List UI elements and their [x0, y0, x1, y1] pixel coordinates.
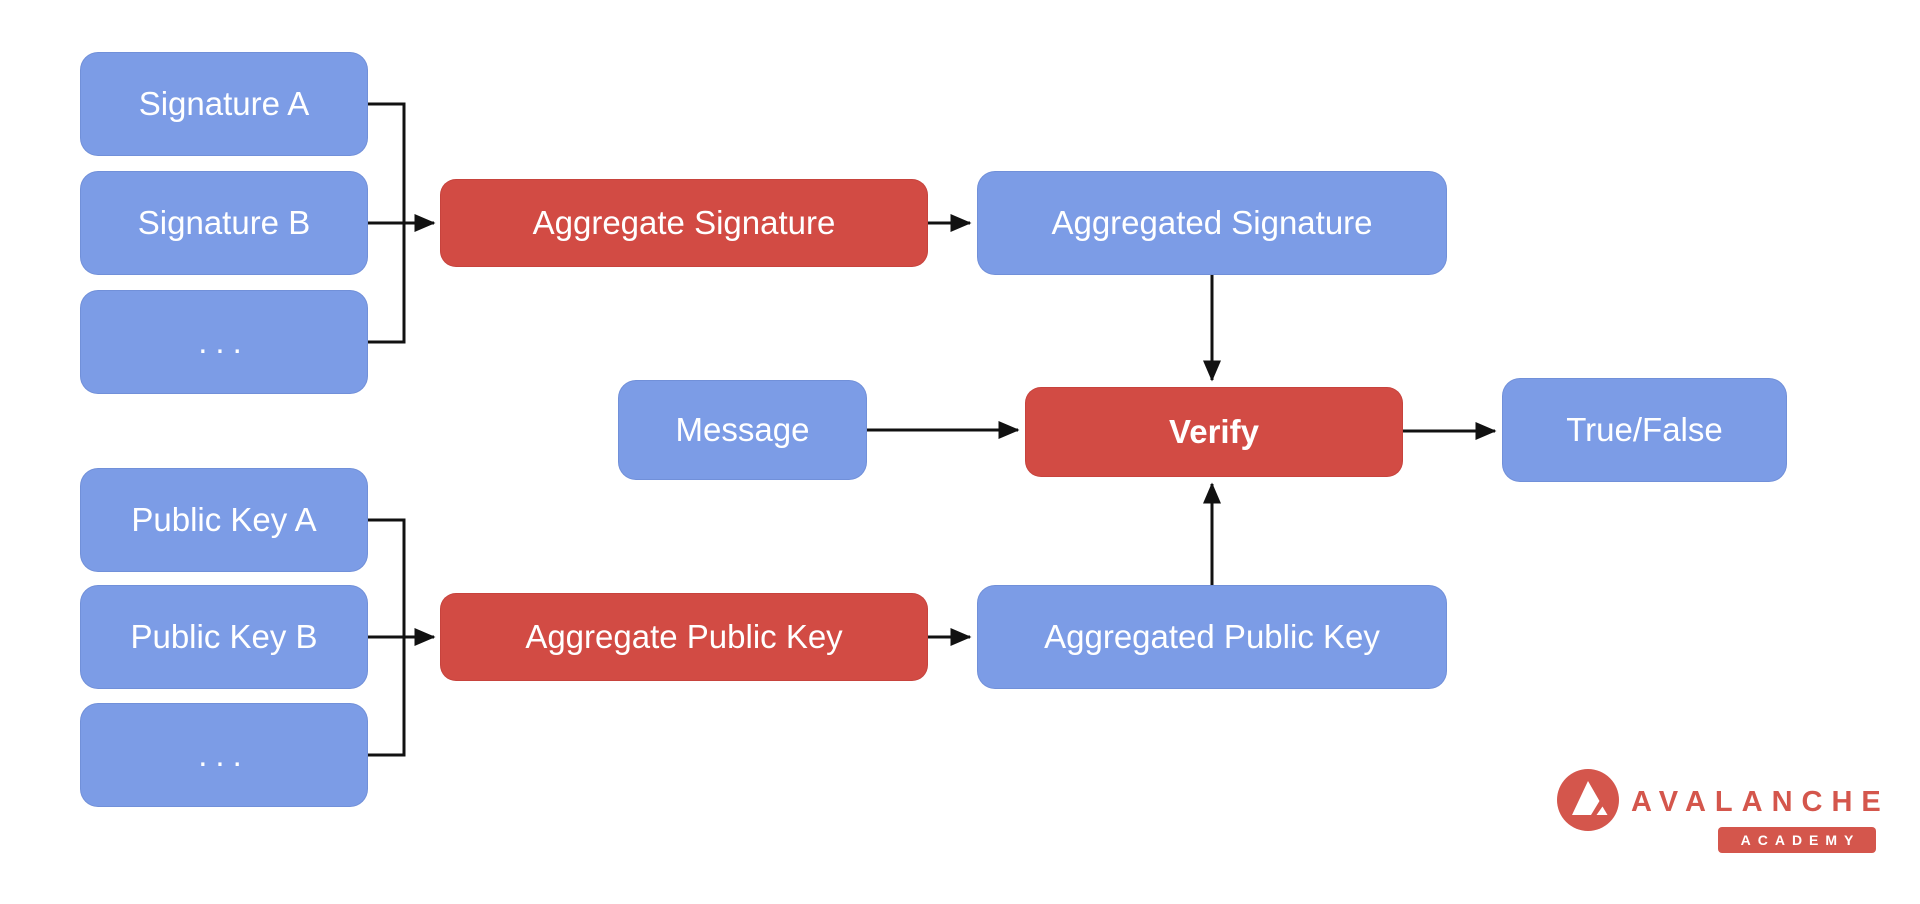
node-aggregate-signature: Aggregate Signature [440, 179, 928, 267]
node-aggregate-public-key-label: Aggregate Public Key [525, 617, 843, 655]
node-result: True/False [1502, 378, 1787, 482]
node-aggregated-signature-label: Aggregated Signature [1051, 203, 1373, 241]
node-signature-more-label: ... [198, 322, 250, 360]
node-result-label: True/False [1566, 410, 1723, 448]
node-verify-label: Verify [1169, 412, 1259, 450]
academy-badge-label: ACADEMY [1740, 832, 1861, 848]
node-public-key-b-label: Public Key B [130, 617, 318, 655]
academy-badge: ACADEMY [1718, 827, 1876, 853]
node-public-key-a-label: Public Key A [131, 500, 317, 538]
avalanche-logo-icon [1557, 769, 1619, 831]
node-public-key-b: Public Key B [80, 585, 368, 689]
node-signature-b-label: Signature B [137, 203, 311, 241]
node-signature-more: ... [80, 290, 368, 394]
node-aggregate-public-key: Aggregate Public Key [440, 593, 928, 681]
node-signature-a-label: Signature A [138, 84, 310, 122]
node-message-label: Message [675, 410, 810, 448]
node-signature-a: Signature A [80, 52, 368, 156]
avalanche-logo-wordmark: AVALANCHE [1631, 786, 1890, 818]
node-verify: Verify [1025, 387, 1403, 477]
node-aggregated-public-key: Aggregated Public Key [977, 585, 1447, 689]
node-message: Message [618, 380, 867, 480]
node-aggregated-signature: Aggregated Signature [977, 171, 1447, 275]
node-public-key-more-label: ... [198, 735, 250, 773]
node-public-key-a: Public Key A [80, 468, 368, 572]
node-public-key-more: ... [80, 703, 368, 807]
node-aggregate-signature-label: Aggregate Signature [532, 203, 836, 241]
node-signature-b: Signature B [80, 171, 368, 275]
node-aggregated-public-key-label: Aggregated Public Key [1044, 617, 1380, 655]
